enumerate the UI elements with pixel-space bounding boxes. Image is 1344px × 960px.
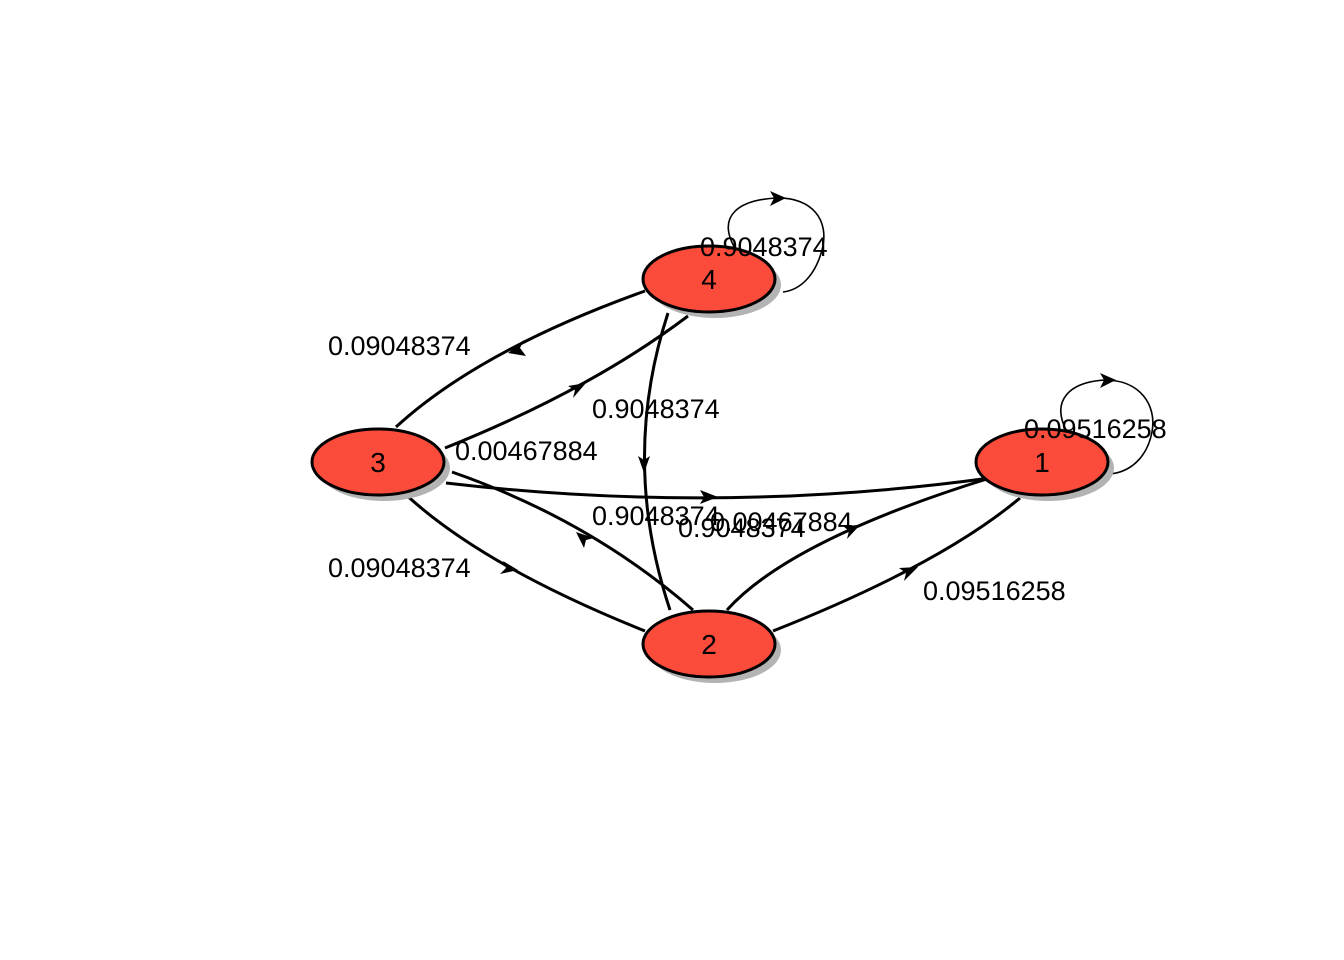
edge-label-3-1: 0.9048374	[678, 513, 806, 543]
edge-2-1	[725, 476, 991, 612]
edges	[394, 191, 1154, 633]
edge-3-1-arrowhead	[700, 490, 718, 504]
edge-label-1-1: 0.09516258	[1024, 414, 1167, 444]
edge-3-1	[445, 476, 991, 500]
node-3[interactable]: 3	[310, 427, 450, 501]
node-1-label: 1	[1034, 447, 1050, 478]
edge-label-2-3: 0.9048374	[592, 501, 720, 531]
nodes: 4 3 1 2	[310, 244, 1114, 683]
node-4-shape	[641, 244, 777, 314]
node-4[interactable]: 4	[641, 244, 781, 318]
edge-label-2-1: 0.00467884	[710, 507, 853, 537]
node-2-shape	[641, 609, 777, 679]
node-2[interactable]: 2	[641, 609, 781, 683]
node-2-label: 2	[701, 629, 717, 660]
edge-label-4-2: 0.9048374	[592, 394, 720, 424]
edge-4-3	[394, 289, 646, 429]
edge-label-1-2: 0.09516258	[923, 576, 1066, 606]
node-1[interactable]: 1	[974, 427, 1114, 501]
edge-3-2-arrowhead	[500, 561, 518, 574]
edge-label-3-4: 0.00467884	[455, 436, 598, 466]
edge-2-3-arrowhead	[576, 532, 594, 548]
edge-2-1-arrowhead	[843, 525, 860, 539]
node-3-label: 3	[370, 447, 386, 478]
edge-label-4-4: 0.9048374	[700, 232, 828, 262]
edge-labels: 0.9048374 0.09048374 0.00467884 0.904837…	[328, 232, 1167, 606]
edge-2-3	[451, 470, 694, 612]
edge-1-1-arrowhead	[1100, 373, 1116, 388]
edge-1-2	[772, 496, 1021, 633]
edge-3-4-arrowhead	[568, 383, 586, 398]
edge-4-2-arrowhead	[638, 456, 650, 473]
edge-3-2	[400, 489, 646, 633]
edge-label-3-2: 0.09048374	[328, 553, 471, 583]
edge-4-2	[643, 312, 672, 611]
node-4-label: 4	[701, 264, 717, 295]
edge-4-4-arrowhead	[770, 191, 786, 206]
node-1-shape	[974, 427, 1110, 497]
edge-1-2-arrowhead	[899, 567, 918, 581]
node-3-shape	[310, 427, 446, 497]
edge-1-1	[1060, 379, 1154, 475]
edge-4-4	[727, 197, 825, 293]
edge-4-3-arrowhead	[508, 340, 526, 356]
edge-label-4-3: 0.09048374	[328, 331, 471, 361]
